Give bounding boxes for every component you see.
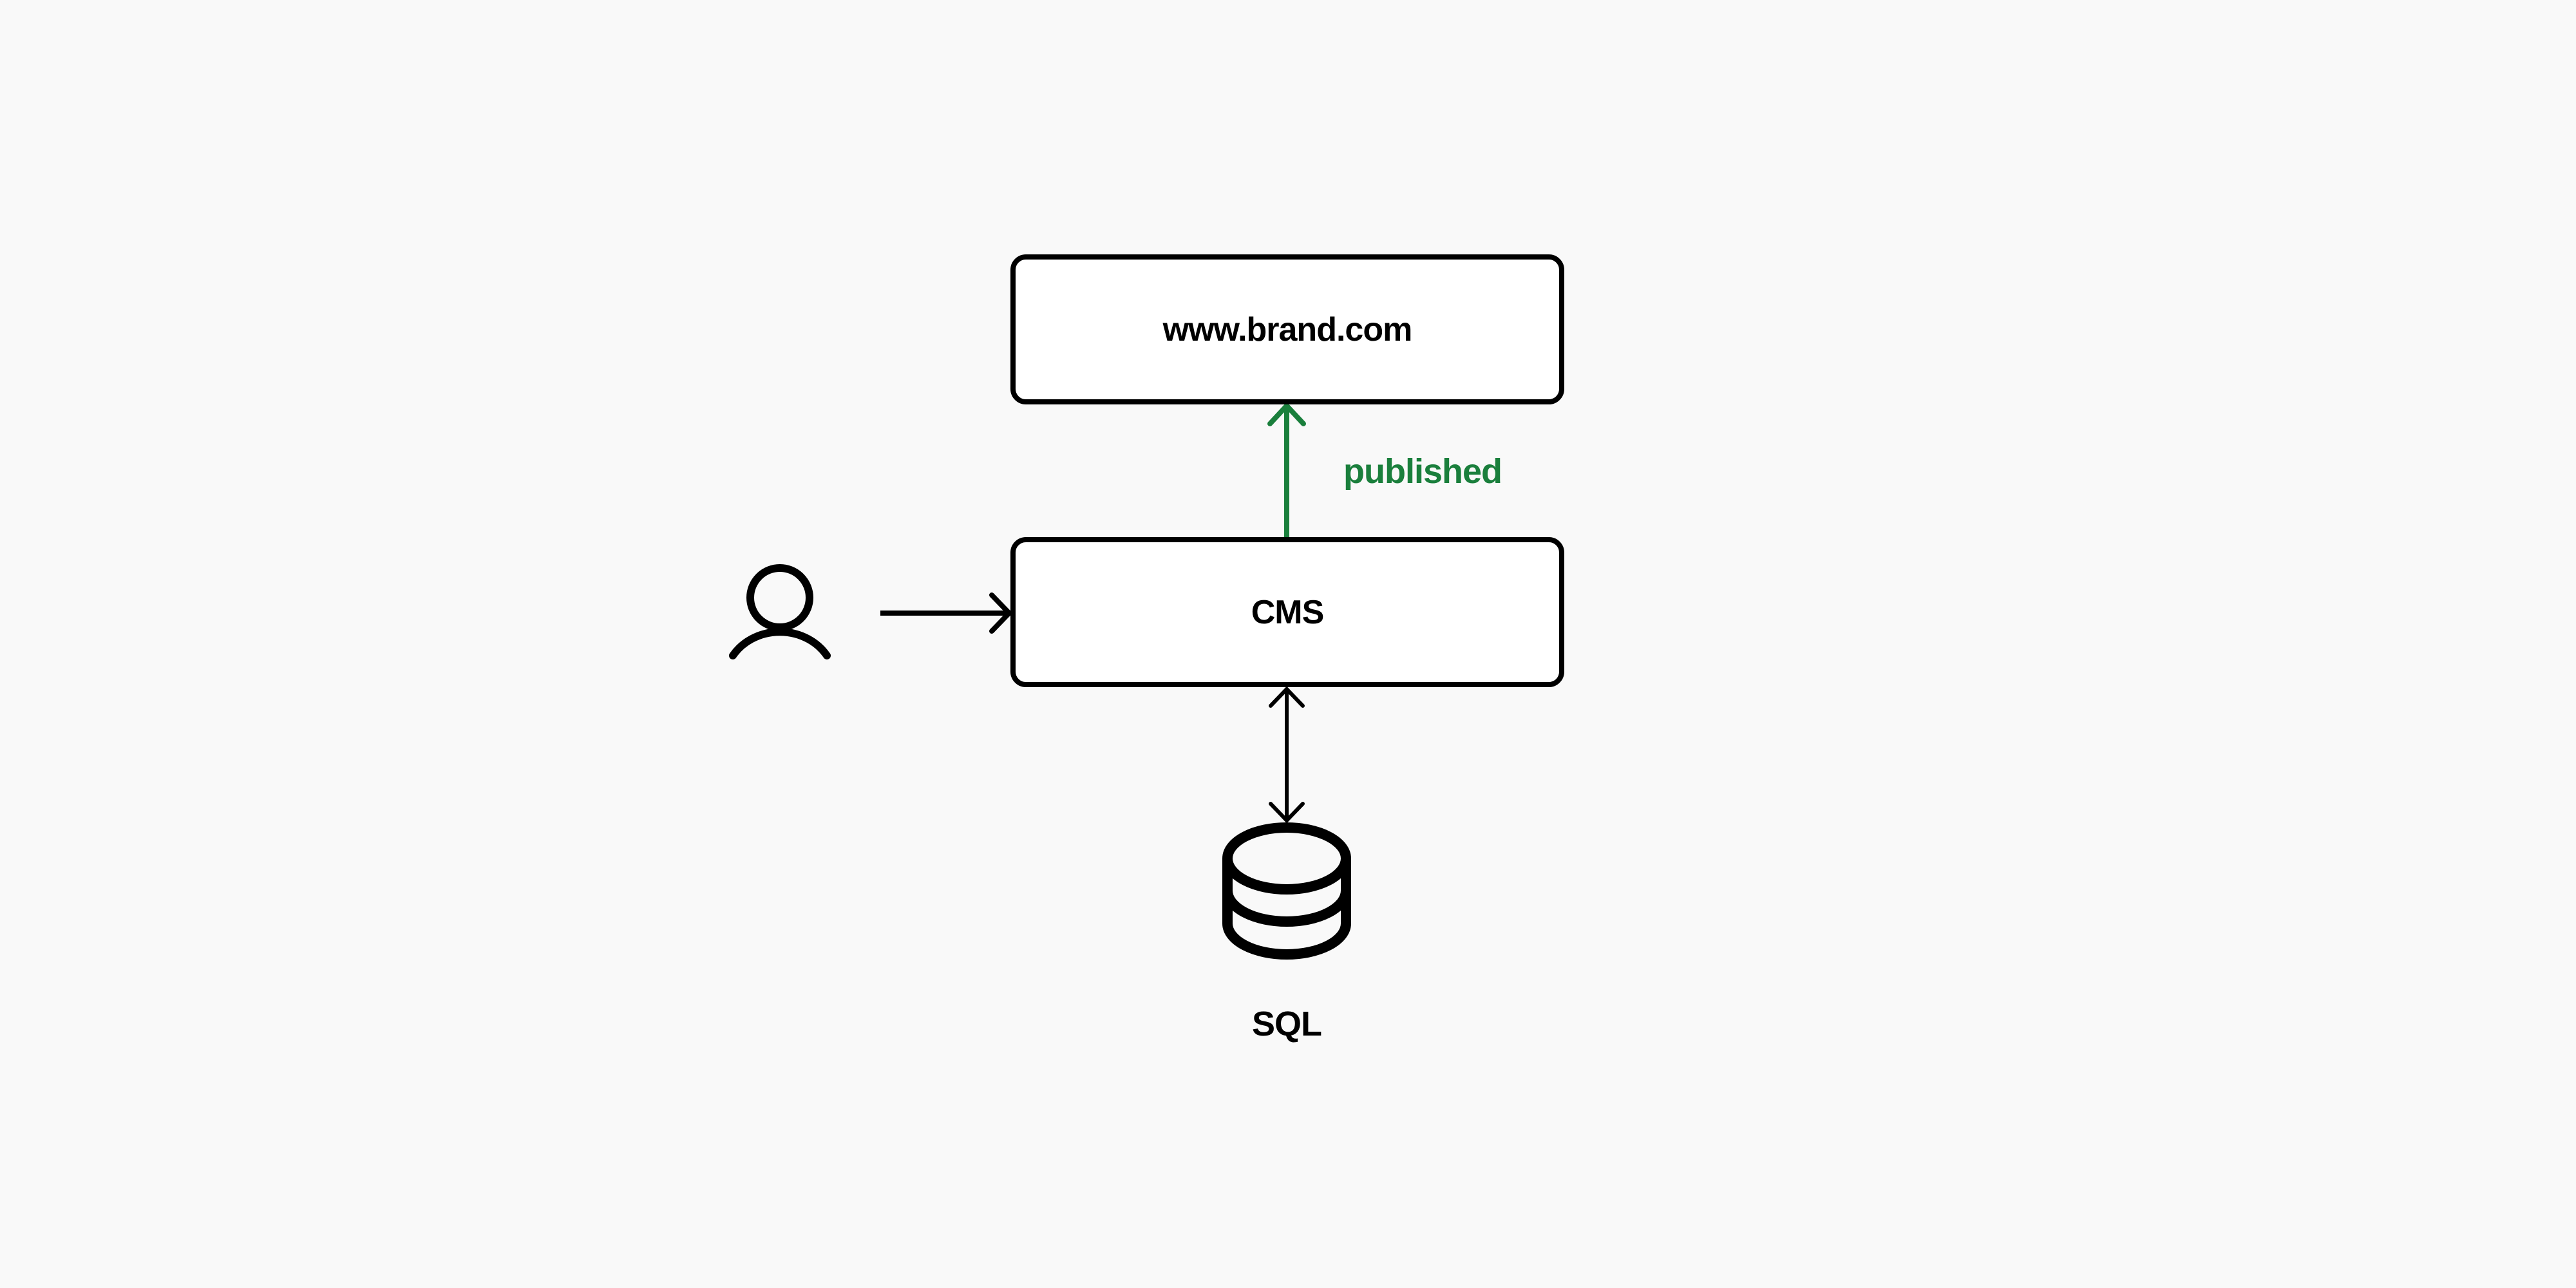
published-arrow	[1267, 402, 1306, 537]
user-to-cms-arrow	[880, 592, 1013, 634]
user-icon	[729, 564, 831, 659]
cms-database-arrow	[1269, 686, 1305, 824]
published-edge-label: published	[1343, 452, 1502, 491]
website-node[interactable]: www.brand.com	[1010, 254, 1564, 404]
cms-node-label: CMS	[1251, 593, 1325, 631]
cms-node[interactable]: CMS	[1010, 537, 1564, 687]
database-icon	[1222, 822, 1351, 960]
database-label: SQL	[1251, 1005, 1322, 1043]
website-node-label: www.brand.com	[1162, 310, 1413, 348]
